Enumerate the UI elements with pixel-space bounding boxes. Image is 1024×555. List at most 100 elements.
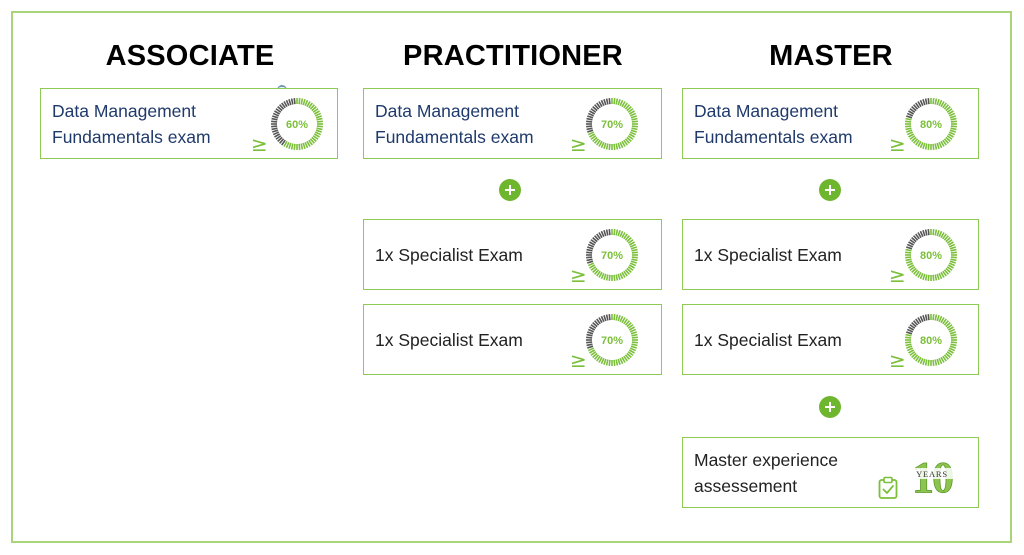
gauge-tick [631,343,638,347]
gauge-tick [590,324,597,329]
gauge-tick [629,347,637,352]
gauge-tick [950,333,957,337]
gauge-tick [600,272,605,280]
gauge-tick [949,331,956,335]
gauge-tick [272,115,279,119]
gauge-tick [587,243,595,248]
gauge-tick [905,343,912,347]
gauge-tick [626,322,632,328]
gauge-tick [919,230,924,238]
practitioner-specialist-card-2: 1x Specialist Exam ≥ 70% [363,304,662,375]
gauge-tick [608,98,611,105]
gauge-tick [950,251,957,254]
gauge-tick [948,347,956,352]
gauge-tick [945,267,951,273]
decorative-mark [277,85,287,91]
gauge-percent-label: 70% [601,335,623,347]
gauge-tick [586,125,593,128]
master-title: MASTER [769,40,893,72]
gauge-percent-label: 70% [601,250,623,262]
gauge-tick [615,98,619,105]
gauge-tick [908,326,915,331]
gauge-tick [300,98,304,105]
gauge-tick [922,358,926,365]
gauge-tick [950,248,957,252]
card-text-line: Master experience [694,449,838,470]
gauge-tick [308,102,313,109]
gauge-tick [913,235,919,241]
gauge-tick [943,138,949,144]
gauge-tick [909,135,916,140]
gauge-tick [936,315,940,322]
gauge-tick [619,99,624,107]
gauge-tick [587,131,595,136]
gauge-tick [592,136,598,142]
gauge-tick [629,243,637,248]
gauge-tick [600,99,605,107]
gauge-tick [947,133,954,138]
gauge-tick [608,314,611,321]
gauge-tick [275,135,282,140]
gauge-tick [617,273,621,280]
gauge-tick [617,230,621,237]
gauge-tick [906,246,913,250]
gauge-tick [630,331,637,335]
gauge-tick [293,98,296,105]
gauge-tick [605,314,609,321]
gauge-tick [586,341,593,344]
gauge-tick [621,101,626,108]
gauge-tick [936,142,940,149]
gauge-tick [293,143,296,150]
gauge-tick [908,264,915,269]
progress-gauge: 80% [905,314,957,366]
gauge-tick [626,237,632,243]
gauge-tick [908,133,915,138]
associate-fundamentals-card: Data Management Fundamentals exam ≥ 60% [40,88,338,159]
gauge-tick [627,239,634,244]
gauge-tick [598,317,603,324]
gauge-tick [915,318,920,325]
gauge-tick [624,354,630,360]
progress-gauge: 70% [586,229,638,281]
progress-gauge: 70% [586,98,638,150]
card-text-line: Data Management [375,100,519,121]
gauge-tick [919,99,924,107]
gauge-tick [949,115,956,119]
gauge-tick [274,110,281,115]
greater-or-equal-icon: ≥ [570,132,587,156]
gauge-tick [946,324,953,329]
gauge-tick [631,333,638,337]
gauge-tick [605,229,609,236]
gauge-tick [619,230,624,238]
gauge-tick [271,127,278,131]
gauge-tick [594,320,600,326]
gauge-tick [596,355,601,362]
gauge-tick [938,230,943,238]
gauge-tick [587,112,595,117]
gauge-tick [950,127,957,131]
gauge-tick [587,262,595,267]
card-text: 1x Specialist Exam [375,220,523,289]
card-text: Data Management Fundamentals exam [375,89,534,158]
gauge-tick [623,139,628,146]
gauge-tick [290,98,294,105]
gauge-tick [911,352,917,358]
gauge-tick [586,258,593,262]
gauge-tick [922,273,926,280]
gauge-tick [619,272,624,280]
gauge-tick [940,271,945,278]
gauge-tick [917,356,922,363]
gauge-tick [911,322,917,328]
gauge-tick [942,318,947,325]
gauge-tick [621,317,626,324]
gauge-tick [949,246,956,250]
gauge-tick [915,355,920,362]
gauge-tick [621,356,626,363]
gauge-tick [945,237,951,243]
gauge-tick [943,354,949,360]
gauge-tick [905,251,912,254]
gauge-tick [298,143,301,150]
gauge-tick [948,112,956,117]
gauge-tick [623,270,628,277]
gauge-tick [938,141,943,149]
